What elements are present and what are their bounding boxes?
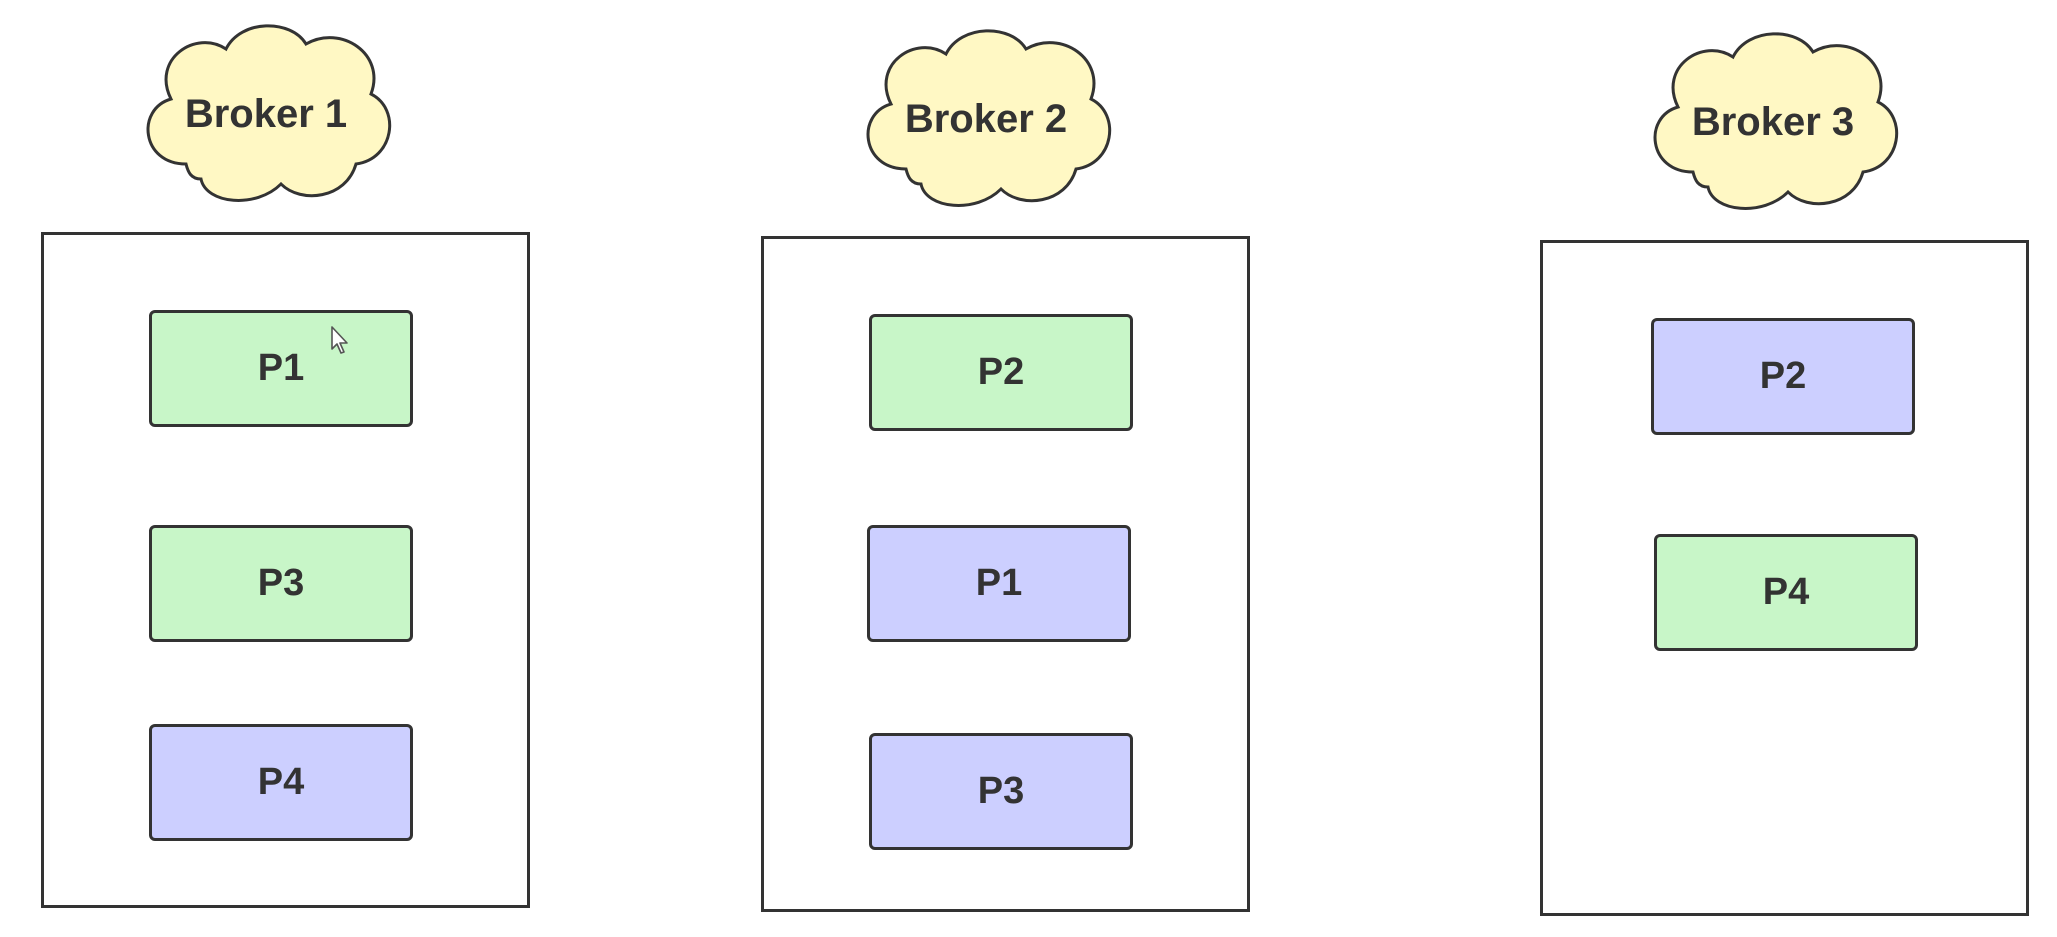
broker-label: Broker 3 <box>1691 99 1855 144</box>
partition-follower[interactable]: P3 <box>869 733 1133 850</box>
broker-3-cloud: Broker 3 <box>1633 22 1913 222</box>
broker-3-box: P2 P4 <box>1540 240 2029 916</box>
partition-leader[interactable]: P2 <box>869 314 1133 431</box>
broker-1-box: P1 P3 P4 <box>41 232 530 908</box>
broker-label: Broker 1 <box>184 91 348 136</box>
partition-follower[interactable]: P4 <box>149 724 413 841</box>
broker-2-box: P2 P1 P3 <box>761 236 1250 912</box>
broker-2-cloud: Broker 2 <box>846 19 1126 219</box>
cloud-shape <box>1653 32 1899 210</box>
partition-leader[interactable]: P3 <box>149 525 413 642</box>
broker-label: Broker 2 <box>904 96 1068 141</box>
broker-1-cloud: Broker 1 <box>126 14 406 214</box>
partition-follower[interactable]: P2 <box>1651 318 1915 435</box>
cloud-shape <box>866 29 1112 207</box>
partition-follower[interactable]: P1 <box>867 525 1131 642</box>
partition-leader[interactable]: P4 <box>1654 534 1918 651</box>
cloud-shape <box>146 24 392 202</box>
mouse-cursor-icon <box>331 326 348 354</box>
partition-leader[interactable]: P1 <box>149 310 413 427</box>
